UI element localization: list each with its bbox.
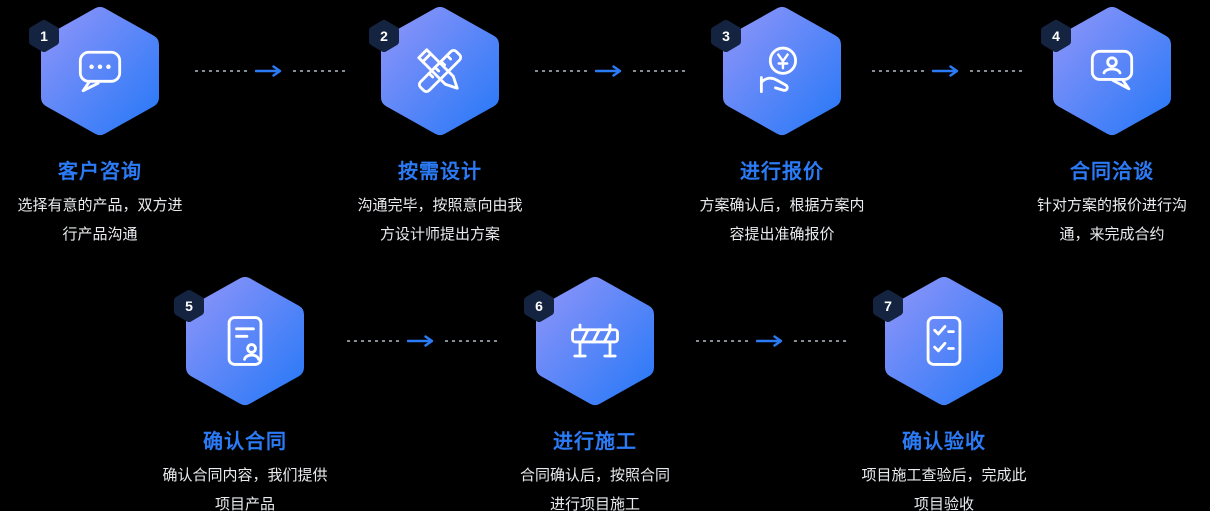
process-step-4: 4 合同洽谈 针对方案的报价进行沟 通，来完成合约: [992, 5, 1210, 249]
arrow-right-icon: [407, 335, 437, 347]
construction-icon: [565, 311, 625, 371]
dashed-line: [445, 340, 497, 342]
arrow-right-icon: [756, 335, 786, 347]
step-hexagon: 2: [369, 5, 506, 137]
step-number-badge: 3: [709, 19, 743, 53]
arrow-connector: [195, 65, 345, 77]
step-number: 2: [380, 28, 388, 44]
acceptance-icon: [914, 311, 974, 371]
step-hexagon: 7: [873, 275, 1010, 407]
step-title: 进行报价: [740, 161, 824, 183]
step-number-badge: 6: [522, 289, 556, 323]
step-title: 客户咨询: [58, 161, 142, 183]
step-title: 确认验收: [902, 431, 986, 453]
dashed-line: [347, 340, 399, 342]
arrow-right-icon: [595, 65, 625, 77]
dashed-line: [535, 70, 587, 72]
step-number: 3: [722, 28, 730, 44]
process-step-7: 7 确认验收 项目施工查验后，完成此 项目验收: [824, 275, 1064, 511]
design-icon: [410, 41, 470, 101]
dashed-line: [633, 70, 685, 72]
process-step-1: 1 客户咨询 选择有意的产品，双方进 行产品沟通: [0, 5, 220, 249]
negotiate-icon: [1082, 41, 1142, 101]
contract-icon: [215, 311, 275, 371]
dashed-line: [794, 340, 846, 342]
step-number-badge: 4: [1039, 19, 1073, 53]
arrow-right-icon: [255, 65, 285, 77]
step-title: 进行施工: [553, 431, 637, 453]
step-title: 合同洽谈: [1070, 161, 1154, 183]
dashed-line: [696, 340, 748, 342]
arrow-connector: [347, 335, 497, 347]
step-description: 沟通完毕，按照意向由我 方设计师提出方案: [357, 197, 523, 243]
chat-icon: [70, 41, 130, 101]
step-number: 4: [1052, 28, 1060, 44]
step-number: 5: [185, 298, 193, 314]
step-description: 方案确认后，根据方案内 容提出准确报价: [699, 197, 865, 243]
arrow-connector: [872, 65, 1022, 77]
quote-icon: [752, 41, 812, 101]
step-title: 按需设计: [398, 161, 482, 183]
dashed-line: [872, 70, 924, 72]
step-description: 合同确认后，按照合同 进行项目施工: [519, 467, 670, 511]
step-description: 项目施工查验后，完成此 项目验收: [861, 467, 1027, 511]
arrow-right-icon: [932, 65, 962, 77]
step-hexagon: 6: [524, 275, 661, 407]
step-number-badge: 7: [871, 289, 905, 323]
step-number: 6: [535, 298, 543, 314]
step-number-badge: 2: [367, 19, 401, 53]
process-step-2: 2 按需设计 沟通完毕，按照意向由我 方设计师提出方案: [320, 5, 560, 249]
dashed-line: [195, 70, 247, 72]
step-description: 确认合同内容，我们提供 项目产品: [162, 467, 328, 511]
step-title: 确认合同: [203, 431, 287, 453]
dashed-line: [970, 70, 1022, 72]
step-description: 选择有意的产品，双方进 行产品沟通: [17, 197, 183, 243]
process-step-6: 6 进行施工 合同确认后，按照合同 进行项目施工: [475, 275, 715, 511]
step-number: 7: [884, 298, 892, 314]
step-hexagon: 4: [1041, 5, 1178, 137]
step-hexagon: 3: [711, 5, 848, 137]
step-hexagon: 1: [29, 5, 166, 137]
step-description: 针对方案的报价进行沟 通，来完成合约: [1036, 197, 1187, 243]
step-hexagon: 5: [174, 275, 311, 407]
process-step-5: 5 确认合同 确认合同内容，我们提供 项目产品: [125, 275, 365, 511]
step-number: 1: [40, 28, 48, 44]
arrow-connector: [535, 65, 685, 77]
arrow-connector: [696, 335, 846, 347]
dashed-line: [293, 70, 345, 72]
step-number-badge: 5: [172, 289, 206, 323]
step-number-badge: 1: [27, 19, 61, 53]
process-step-3: 3 进行报价 方案确认后，根据方案内 容提出准确报价: [662, 5, 902, 249]
